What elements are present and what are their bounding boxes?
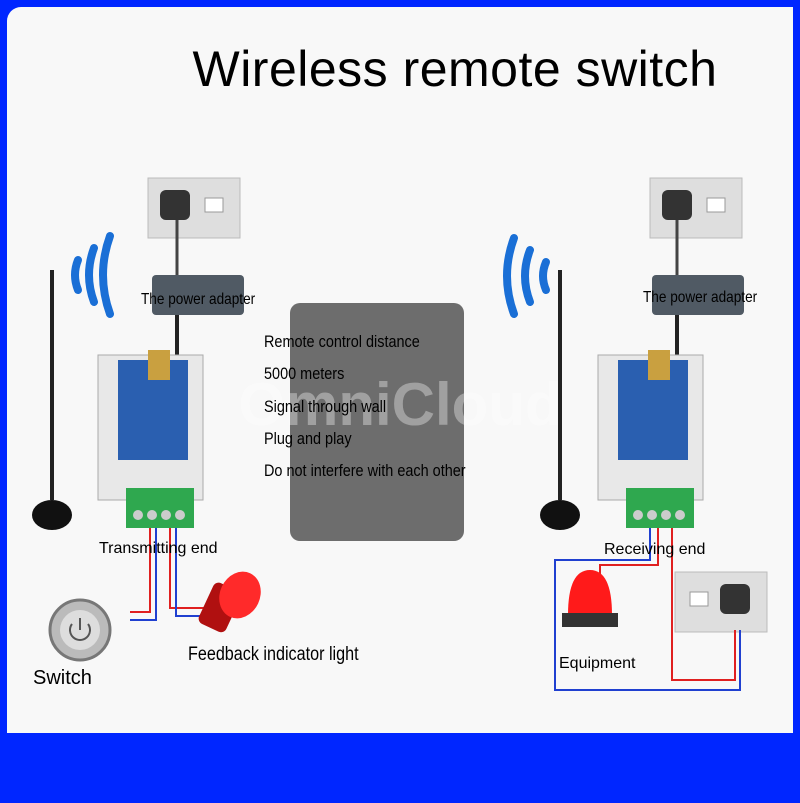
right-power-adapter [652,275,744,315]
switch-label: Switch [33,667,92,689]
right-module [597,350,704,528]
page-title: Wireless remote switch [192,41,718,97]
siren-icon [562,570,618,627]
feature-item: Do not interfere with each other [264,461,466,480]
right-adapter-label: The power adapter [643,289,758,306]
left-antenna [32,270,72,530]
right-socket-bottom [674,571,768,633]
feedback-light-label: Feedback indicator light [188,644,359,665]
feature-item: Remote control distance [264,332,420,351]
left-power-adapter [152,275,244,315]
feature-item: 5000 meters [264,364,345,383]
feature-item: Signal through wall [264,397,387,416]
features-box [290,303,464,541]
equipment-label: Equipment [559,655,636,672]
switch-icon [48,598,112,662]
left-adapter-label: The power adapter [141,291,256,308]
left-signal-icon [71,232,114,318]
right-signal-icon [503,234,550,318]
right-socket-top [649,177,743,239]
left-socket [147,177,241,239]
watermark: OmniCloud [238,371,561,438]
indicator-light-icon [198,571,261,633]
receiving-end-label: Receiving end [604,541,706,558]
right-antenna [540,270,580,530]
feature-item: Plug and play [264,429,352,448]
transmitting-end-label: Transmitting end [99,540,218,557]
left-module [97,350,204,528]
